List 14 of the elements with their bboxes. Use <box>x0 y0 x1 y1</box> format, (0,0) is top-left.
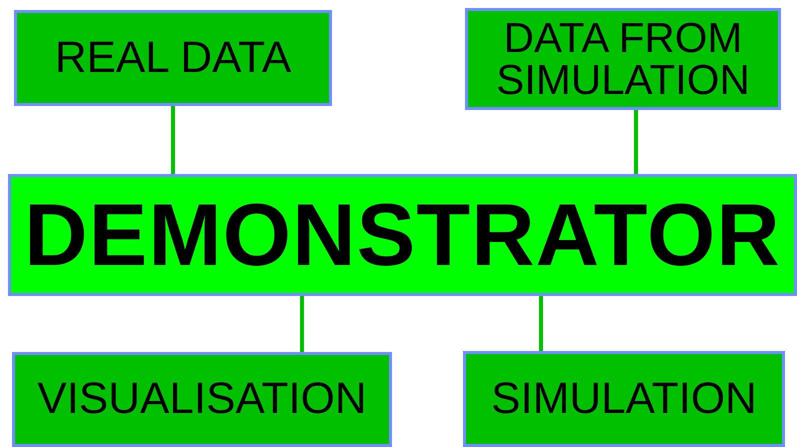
label-box <box>14 10 332 106</box>
box-label: VISUALISATION <box>37 375 367 424</box>
box-label: SIMULATION <box>491 374 757 424</box>
connector-line <box>634 110 638 174</box>
label-box <box>465 8 781 110</box>
box-label: REAL DATA <box>54 34 292 82</box>
box-label: DEMONSTRATOR <box>24 186 781 284</box>
label-box <box>12 352 392 447</box>
connector-line <box>539 296 543 351</box>
label-box <box>463 351 785 447</box>
connector-line <box>300 296 304 352</box>
box-label: DATA FROM SIMULATION <box>495 17 751 101</box>
connector-line <box>171 106 175 174</box>
label-box <box>8 174 797 296</box>
